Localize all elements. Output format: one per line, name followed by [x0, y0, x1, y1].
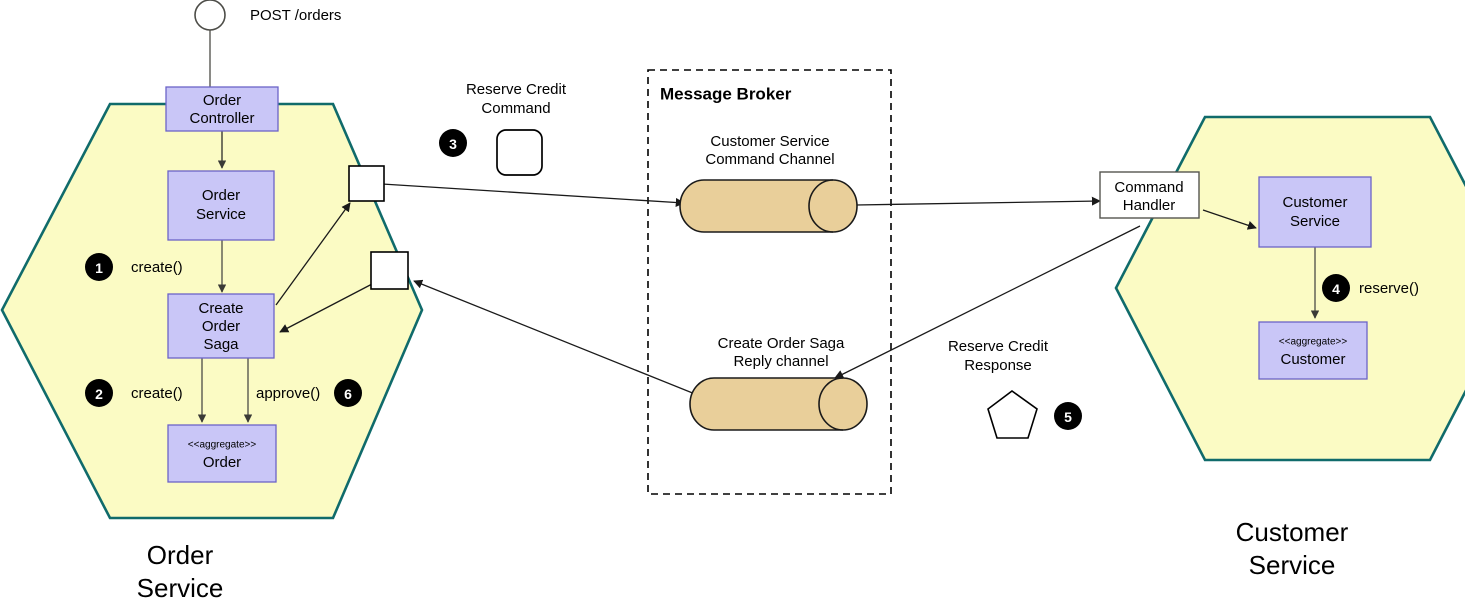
channel-customer-service-command[interactable]: Customer Service Command Channel — [679, 133, 858, 233]
badge-2-label: create() — [131, 385, 183, 402]
badge-1-label: create() — [131, 259, 183, 276]
message-broker-title: Message Broker — [660, 84, 792, 103]
component-customer-service[interactable]: Customer Service — [1258, 176, 1372, 248]
reserve-credit-command-line-2: Command — [481, 100, 550, 117]
annotation-step-6: approve() 6 — [256, 379, 362, 407]
order-service-caption-line-1: Order — [147, 540, 214, 570]
order-service-line-2: Service — [196, 206, 246, 223]
customer-service-line-1: Customer — [1282, 194, 1347, 211]
badge-1-number: 1 — [95, 260, 103, 276]
reserve-credit-response-line-2: Response — [964, 357, 1032, 374]
order-aggregate-name: Order — [203, 454, 241, 471]
edge-handler-to-customer-service — [1202, 209, 1257, 230]
create-order-saga-line-3: Saga — [203, 336, 239, 353]
command-handler-line-1: Command — [1114, 179, 1183, 196]
create-order-saga-line-2: Order — [202, 318, 240, 335]
customer-service-boundary — [1114, 115, 1465, 462]
customer-service-caption-line-1: Customer — [1236, 517, 1349, 547]
component-customer-aggregate[interactable]: <<aggregate>> Customer — [1258, 321, 1368, 380]
rest-endpoint-icon — [194, 0, 226, 31]
badge-2-number: 2 — [95, 386, 103, 402]
edge-reply-channel-to-inbound-port — [413, 279, 701, 397]
customer-aggregate-stereotype: <<aggregate>> — [1279, 337, 1348, 348]
edge-outbound-port-to-command-channel — [381, 183, 685, 208]
reserve-credit-response-shape — [987, 390, 1038, 439]
reserve-credit-command-line-1: Reserve Credit — [466, 81, 567, 98]
message-reserve-credit-command: Reserve Credit Command 3 — [439, 81, 567, 176]
customer-aggregate-name: Customer — [1280, 351, 1345, 368]
edge-inbound-port-to-saga — [279, 282, 375, 333]
badge-6-label: approve() — [256, 385, 320, 402]
order-controller-line-2: Controller — [189, 110, 254, 127]
command-channel-line-2: Command Channel — [705, 151, 834, 168]
annotation-step-4: 4 reserve() — [1322, 274, 1419, 302]
reply-channel-line-1: Create Order Saga — [718, 335, 845, 352]
order-aggregate-stereotype: <<aggregate>> — [188, 440, 257, 451]
customer-service-caption-line-2: Service — [1249, 550, 1336, 580]
order-service-inbound-port[interactable] — [370, 251, 409, 290]
command-channel-line-1: Customer Service — [710, 133, 829, 150]
badge-5-number: 5 — [1064, 409, 1072, 425]
component-order-service[interactable]: Order Service — [167, 170, 275, 241]
reserve-credit-command-shape — [496, 129, 543, 176]
edge-saga-to-outbound-port — [275, 202, 351, 306]
message-broker-boundary — [647, 69, 892, 495]
badge-3-number: 3 — [449, 136, 457, 152]
annotation-step-1: 1 create() — [85, 253, 183, 281]
order-service-line-1: Order — [202, 187, 240, 204]
annotation-step-2: 2 create() — [85, 379, 183, 407]
reserve-credit-response-line-1: Reserve Credit — [948, 338, 1049, 355]
command-handler-line-2: Handler — [1123, 197, 1176, 214]
message-reserve-credit-response: Reserve Credit Response 5 — [948, 338, 1082, 439]
order-service-outbound-port[interactable] — [348, 165, 385, 202]
channel-create-order-saga-reply[interactable]: Create Order Saga Reply channel — [689, 335, 868, 431]
entrypoint-label: POST /orders — [250, 7, 341, 24]
edge-command-channel-to-handler — [855, 196, 1101, 206]
order-service-caption-line-2: Service — [137, 573, 224, 603]
badge-4-label: reserve() — [1359, 280, 1419, 297]
component-order-aggregate[interactable]: <<aggregate>> Order — [167, 424, 277, 483]
badge-6-number: 6 — [344, 386, 352, 402]
create-order-saga-line-1: Create — [198, 300, 243, 317]
component-command-handler[interactable]: Command Handler — [1099, 171, 1200, 219]
component-create-order-saga[interactable]: Create Order Saga — [167, 293, 275, 359]
component-order-controller[interactable]: Order Controller — [165, 86, 279, 132]
order-controller-line-1: Order — [203, 92, 241, 109]
reply-channel-line-2: Reply channel — [733, 353, 828, 370]
badge-4-number: 4 — [1332, 281, 1340, 297]
edge-handler-to-reply-channel — [834, 225, 1141, 379]
customer-service-line-2: Service — [1290, 213, 1340, 230]
